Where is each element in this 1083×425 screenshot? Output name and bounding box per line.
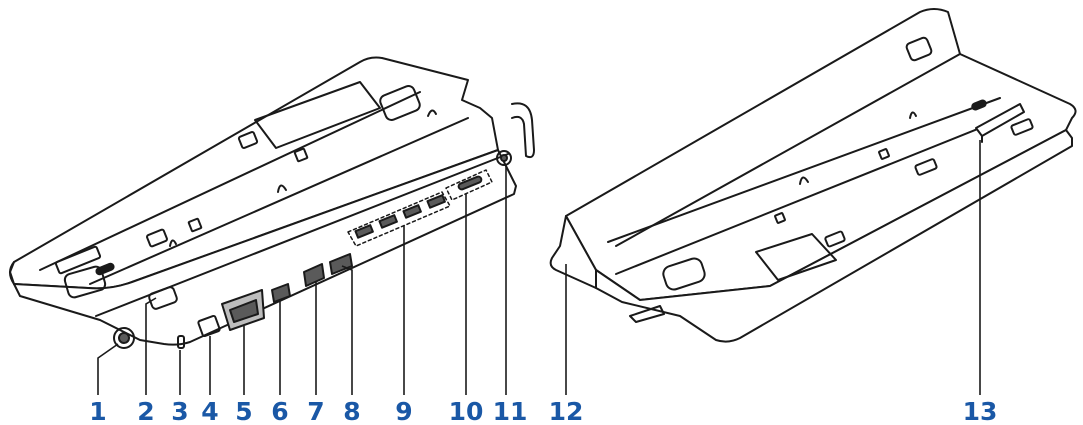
callout-5: 5 — [235, 397, 252, 425]
deck-ridge — [39, 91, 421, 271]
right-hook-2 — [909, 111, 917, 119]
deck-notch-2 — [237, 131, 259, 149]
displayport-2 — [329, 253, 353, 275]
deck-cover — [254, 81, 381, 149]
callout-2: 2 — [137, 397, 154, 425]
callout-12: 12 — [549, 397, 584, 425]
latch-slot-2 — [95, 262, 115, 276]
callout-4: 4 — [201, 397, 218, 425]
rail-line-3 — [615, 53, 961, 247]
usb-port-3 — [402, 204, 422, 219]
rear-hook — [511, 102, 535, 159]
usb-c-port — [457, 175, 483, 191]
leader-8 — [341, 265, 353, 395]
callout-13: 13 — [963, 397, 998, 425]
right-notch-2 — [914, 158, 938, 176]
deck-pad — [379, 85, 421, 121]
deck-notch-3 — [293, 147, 309, 163]
deck-hook — [277, 184, 287, 193]
power-button — [496, 150, 512, 166]
left-end — [9, 261, 15, 285]
usb-c-highlight-box — [445, 169, 493, 201]
right-cover — [755, 233, 837, 281]
usb-port-2 — [378, 214, 398, 229]
deck-pad-left — [63, 265, 107, 299]
callout-3: 3 — [171, 397, 188, 425]
left-view-replicator — [9, 56, 535, 349]
callout-11: 11 — [493, 397, 528, 425]
right-pad — [905, 36, 933, 62]
power-button-inner — [500, 154, 508, 162]
rail-line — [607, 97, 1001, 243]
slide-foot — [629, 305, 665, 323]
right-base — [595, 129, 1073, 343]
deck-notch-4 — [187, 217, 203, 233]
usb-highlight-box — [347, 191, 451, 247]
callout-10: 10 — [449, 397, 484, 425]
callout-7: 7 — [307, 397, 324, 425]
callout-8: 8 — [343, 397, 360, 425]
callout-6: 6 — [271, 397, 288, 425]
deck-notch — [146, 228, 168, 248]
right-slot-dark — [971, 99, 987, 111]
usb-port-1 — [354, 224, 374, 239]
dock-connector — [975, 103, 1025, 137]
lan-port — [197, 314, 221, 338]
dc-in-pin — [118, 332, 130, 344]
hdmi-port — [271, 283, 291, 303]
dc-in-port — [113, 327, 135, 349]
deck-hook-2 — [169, 239, 177, 247]
callout-9: 9 — [395, 397, 412, 425]
latch-slot — [54, 245, 102, 275]
security-slot — [177, 335, 185, 349]
usb-port-4 — [426, 194, 446, 209]
right-notch-3 — [1010, 118, 1034, 136]
right-notch-4 — [878, 148, 890, 160]
right-view-replicator — [549, 8, 1077, 343]
eject-button — [148, 286, 178, 310]
rail-line-2 — [615, 111, 1021, 275]
right-pad-2 — [662, 257, 706, 291]
right-notch-5 — [774, 212, 786, 224]
right-top-deck — [565, 8, 1077, 301]
displayport-1 — [303, 263, 325, 287]
deck-ridge-2 — [89, 117, 469, 285]
front-hook — [549, 215, 597, 289]
right-notch — [824, 230, 846, 248]
right-hook — [799, 176, 809, 185]
leader-lines — [97, 140, 981, 395]
leader-1 — [97, 343, 119, 395]
deck-hook-3 — [427, 109, 437, 117]
callout-1: 1 — [89, 397, 106, 425]
callout-labels: 1 2 3 4 5 6 7 8 9 10 11 12 13 — [89, 397, 997, 425]
leader-2 — [145, 297, 157, 395]
vga-inner — [229, 299, 259, 323]
